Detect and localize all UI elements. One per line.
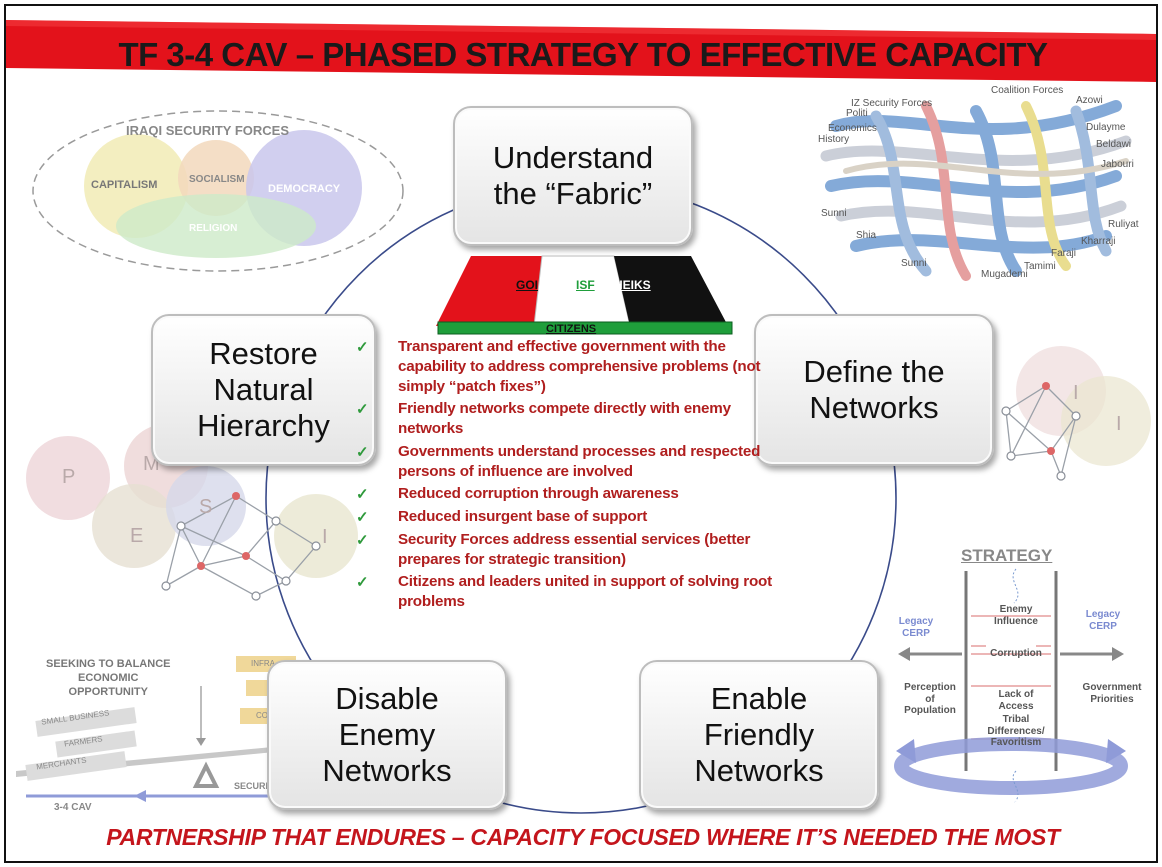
pmesii-letter: E bbox=[130, 525, 144, 547]
venn-democracy: DEMOCRACY bbox=[268, 183, 341, 195]
outcome-item: ✓Reduced insurgent base of support bbox=[356, 508, 648, 526]
pmesii-letter: I bbox=[322, 526, 328, 548]
pmesii-letter: I bbox=[1116, 413, 1122, 435]
balance-heading: SEEKING TO BALANCE ECONOMIC OPPORTUNITY bbox=[46, 658, 171, 698]
triangle-goi: GOI bbox=[516, 278, 539, 292]
strategy-right-label: Government Priorities bbox=[1082, 682, 1142, 705]
phase-define-the-networks: Define the Networks bbox=[754, 314, 994, 466]
balance-fulcrum-label: SECURI bbox=[234, 781, 269, 791]
fabric-label: Shia bbox=[856, 230, 877, 241]
fabric-label: Azowi bbox=[1076, 95, 1103, 106]
balance-unit: 3-4 CAV bbox=[54, 802, 92, 813]
phase-understand-the-fabric: Understand the “Fabric” bbox=[453, 106, 693, 246]
fabric-label: Faraji bbox=[1051, 248, 1077, 259]
title-banner bbox=[6, 20, 1156, 82]
triangle-sheiks: SHEIKS bbox=[606, 278, 651, 292]
strategy-item: Enemy Influence bbox=[994, 604, 1038, 627]
outcome-item: ✓Reduced corruption through awareness bbox=[356, 485, 679, 504]
check-icon: ✓ bbox=[356, 339, 369, 356]
pmesii-network bbox=[26, 424, 358, 601]
footer-tagline: PARTNERSHIP THAT ENDURES – CAPACITY FOCU… bbox=[106, 824, 1060, 850]
fabric-label: Tamimi bbox=[1024, 261, 1056, 272]
venn-title: IRAQI SECURITY FORCES bbox=[126, 123, 290, 138]
fabric-label: History bbox=[818, 134, 850, 145]
venn-diagram bbox=[32, 110, 404, 272]
strategy-legacy-left: Legacy CERP bbox=[898, 616, 934, 639]
fabric-label: Ruliyat bbox=[1108, 219, 1139, 230]
strategy-cerp: CERP bbox=[986, 792, 1023, 807]
strategy-item: Tribal Differences/ Favoritism bbox=[987, 714, 1045, 748]
fabric-label: Coalition Forces bbox=[991, 85, 1064, 96]
define-network-graphic bbox=[1001, 346, 1151, 481]
outcome-item: ✓Citizens and leaders united in support … bbox=[356, 573, 772, 610]
outcome-item: ✓Security Forces address essential servi… bbox=[356, 530, 751, 568]
venn-capitalism: CAPITALISM bbox=[91, 179, 158, 191]
strategy-left-label: Perception of Population bbox=[904, 682, 956, 716]
outcome-item: ✓Transparent and effective government wi… bbox=[356, 338, 761, 395]
fabric-label: Politi bbox=[846, 108, 868, 119]
fabric-label: Jabouri bbox=[1101, 159, 1134, 170]
triangle-citizens: CITIZENS bbox=[546, 323, 597, 335]
pmesii-letter: P bbox=[62, 466, 76, 488]
triangle-isf: ISF bbox=[576, 278, 595, 292]
pmesii-letter: I bbox=[1073, 382, 1079, 404]
strategy-item: Corruption bbox=[990, 648, 1042, 659]
fabric-label: Sunni bbox=[901, 258, 927, 269]
fabric-weave bbox=[820, 100, 1132, 281]
slide-frame: TF 3-4 CAV – PHASED STRATEGY TO EFFECTIV… bbox=[4, 4, 1158, 863]
phase-enable-friendly-networks: Enable Friendly Networks bbox=[639, 660, 879, 810]
venn-religion: RELIGION bbox=[189, 223, 238, 234]
pmesii-letter: S bbox=[199, 496, 213, 518]
check-icon: ✓ bbox=[356, 401, 369, 419]
check-icon: ✓ bbox=[356, 486, 369, 504]
check-icon: ✓ bbox=[356, 509, 369, 526]
venn-socialism: SOCIALISM bbox=[189, 174, 245, 185]
strategy-diagram bbox=[894, 568, 1128, 804]
outcome-item: ✓Governments understand processes and re… bbox=[356, 442, 761, 480]
fabric-label: Dulayme bbox=[1086, 122, 1126, 133]
strategy-legacy-right: Legacy CERP bbox=[1085, 609, 1121, 632]
phase-disable-enemy-networks: Disable Enemy Networks bbox=[267, 660, 507, 810]
outcome-item: ✓Friendly networks compete directly with… bbox=[356, 400, 731, 437]
outcome-list: ✓Transparent and effective government wi… bbox=[356, 337, 776, 615]
fabric-label: Sunni bbox=[821, 208, 847, 219]
slide-title: TF 3-4 CAV – PHASED STRATEGY TO EFFECTIV… bbox=[118, 36, 1048, 73]
check-icon: ✓ bbox=[356, 574, 369, 592]
fabric-label: IZ Security Forces bbox=[851, 98, 933, 109]
fabric-label: Economics bbox=[828, 123, 877, 134]
balance-item: INFRA bbox=[251, 659, 275, 668]
check-icon: ✓ bbox=[356, 443, 369, 461]
phase-restore-natural-hierarchy: Restore Natural Hierarchy bbox=[151, 314, 376, 466]
fabric-label: Kharraji bbox=[1081, 236, 1116, 247]
strategy-heading: STRATEGY bbox=[961, 546, 1053, 565]
stakeholder-triangle bbox=[436, 255, 733, 335]
balance-item: CO bbox=[256, 711, 268, 720]
check-icon: ✓ bbox=[356, 531, 369, 549]
fabric-label: Beldawi bbox=[1096, 139, 1132, 150]
strategy-item: Lack of Access bbox=[998, 689, 1034, 712]
fabric-label: Mugademi bbox=[981, 269, 1028, 280]
